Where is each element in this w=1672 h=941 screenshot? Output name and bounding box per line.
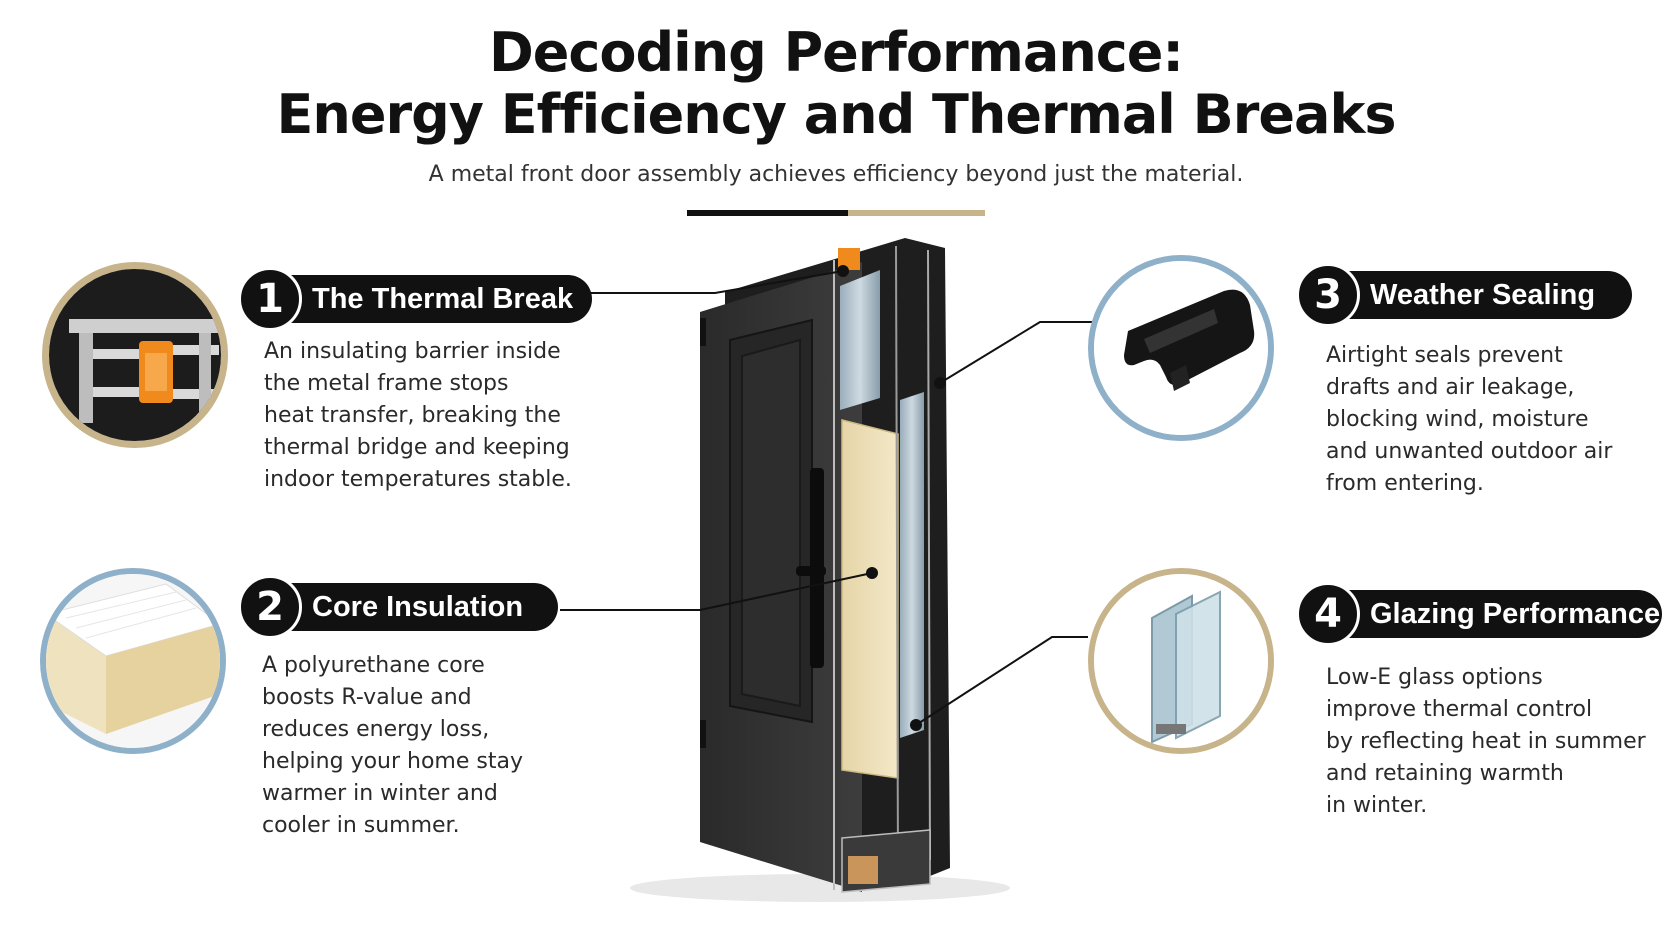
glass-pane-upper [840,270,880,410]
leader-dot-3 [934,377,946,389]
feature-2-description: A polyurethane core boosts R-value and r… [262,653,523,838]
door-panel-inner [741,338,801,708]
double-glazing-icon [1094,574,1268,748]
feature-4-number: 4 [1296,582,1360,646]
leader-line-3 [939,321,1093,384]
feature-1-number: 1 [238,267,302,331]
foam-core-section [841,419,899,779]
page-title-line-2: Energy Efficiency and Thermal Breaks [276,83,1396,146]
glazing-thumbnail [1088,568,1274,754]
frame-profile-line-2 [895,245,899,871]
divider-gold [848,210,985,216]
feature-2-number: 2 [238,575,302,639]
leader-line-4 [915,636,1088,726]
door-handle-lever [796,566,826,576]
leader-dot-1 [837,265,849,277]
door-hinge-bottom [700,720,706,748]
feature-1-description: An insulating barrier inside the metal f… [264,339,572,492]
leader-line-2 [560,572,873,611]
thermal-break-insert [838,248,860,270]
feature-1-badge: 1 The Thermal Break [238,267,592,331]
feature-4-title: Glazing Performance [1370,597,1661,630]
feature-3-title: Weather Sealing [1370,278,1596,311]
weather-seal-gasket-icon [1094,261,1268,435]
leader-dot-2 [866,567,878,579]
feature-1-title: The Thermal Break [312,282,574,315]
door-hinge-top [700,318,706,346]
divider-dark [687,210,848,216]
core-insulation-thumbnail [40,568,226,754]
thermal-break-thumbnail [42,262,228,448]
feature-4-badge: 4 Glazing Performance [1296,582,1662,646]
page-subtitle: A metal front door assembly achieves eff… [428,162,1244,187]
feature-4-description: Low-E glass options improve thermal cont… [1326,665,1646,818]
feature-3-description: Airtight seals prevent drafts and air le… [1326,343,1613,496]
feature-3-badge: 3 Weather Sealing [1296,263,1632,327]
feature-3-number: 3 [1296,263,1360,327]
foam-block-icon [46,574,220,748]
leader-line-1 [590,270,844,294]
feature-2-badge: 2 Core Insulation [238,575,558,639]
sill-wood-strip [848,856,878,884]
weather-sealing-thumbnail [1088,255,1274,441]
feature-2-title: Core Insulation [312,590,524,623]
page-title-line-1: Decoding Performance: [488,21,1184,84]
thermal-break-profile-icon [49,269,221,441]
leader-dot-4 [910,719,922,731]
frame-profile-line-3 [927,249,931,861]
glass-pane-side [900,392,924,738]
